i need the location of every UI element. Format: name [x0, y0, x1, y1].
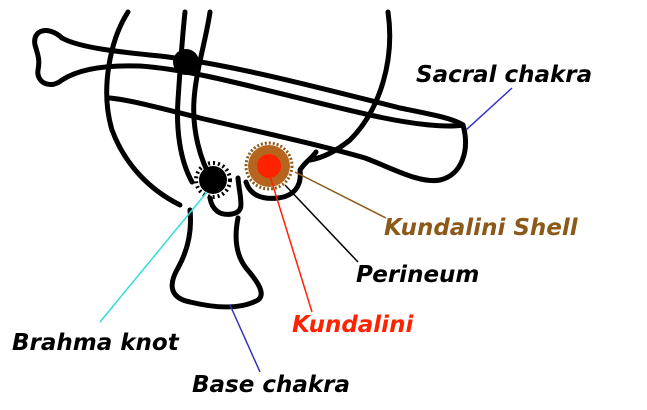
kundalini-mark: [257, 154, 281, 178]
sacral-chakra-pointer: [466, 88, 512, 130]
kundalini-shell-label: Kundalini Shell: [384, 215, 579, 241]
perineum-pointer: [285, 185, 358, 262]
sacral-bone-upper: [35, 31, 463, 126]
sacral-bone-lower: [62, 38, 463, 125]
brahma-knot-label: Brahma knot: [12, 330, 180, 356]
channel-right: [194, 12, 212, 180]
upper-knot: [173, 49, 199, 75]
brahma-knot-mark: [196, 163, 230, 197]
base-chakra-shape: [172, 210, 261, 307]
base-chakra-pointer: [230, 305, 260, 372]
base-chakra-label: Base chakra: [192, 372, 350, 398]
perineum-label: Perineum: [356, 262, 479, 288]
kundalini-label: Kundalini: [292, 312, 414, 338]
sacral-chakra-label: Sacral chakra: [416, 62, 592, 88]
channel-left: [178, 12, 192, 182]
kundalini-shell-pointer: [295, 172, 386, 218]
